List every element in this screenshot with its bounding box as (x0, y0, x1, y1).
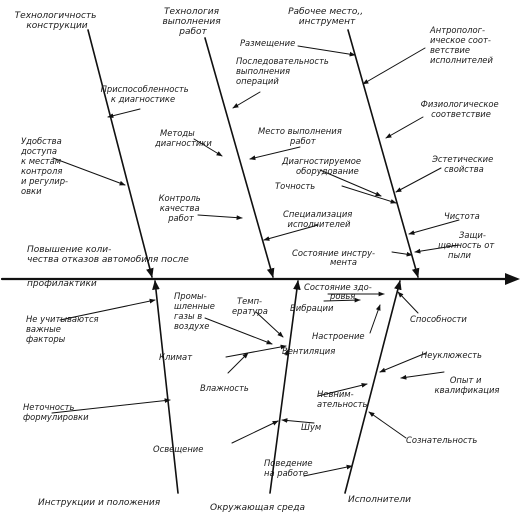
cat-instructions: Инструкции и положения (38, 498, 161, 508)
spine (0, 273, 520, 285)
cause-label: Состояние здо- ровья (304, 282, 374, 301)
bones (87, 29, 420, 494)
cat-performers: Исполнители (348, 495, 411, 505)
cause-label: Место выполнения работ (258, 126, 344, 146)
cause-label: Диагностируемое оборудование (281, 156, 364, 176)
bone-environment (269, 280, 301, 494)
category-labels: Технологичность конструкции Технология в… (15, 7, 411, 513)
cause-label: Невним- ательность (317, 389, 368, 409)
cause-label: Физиологическое соответствие (421, 99, 502, 119)
cause-label: Опыт и квалификация (435, 375, 500, 395)
cause-label: Чистота (444, 211, 480, 221)
cause-label: Настроение (312, 331, 365, 341)
cause-label: Эстетические свойства (431, 154, 496, 174)
cat-tech-work: Технология выполнения работ (163, 7, 224, 37)
cat-workplace: Рабочее место,, инструмент (288, 7, 366, 27)
cause-label: Сознательность (406, 435, 477, 445)
cause-label: Последовательность выполнения операций (236, 56, 332, 86)
cause-label: Способности (410, 314, 467, 324)
cause-label: Антрополог- ическое соот- ветствие испол… (429, 25, 494, 65)
cause-label: Точность (275, 181, 315, 191)
cause-label: Приспособленность к диагностике (101, 84, 192, 104)
cause-label: Промы- шленные газы в воздухе (174, 291, 218, 331)
cause-label: Размещение (240, 38, 295, 48)
cat-environment: Окружающая среда (210, 503, 305, 513)
cause-label: Шум (301, 422, 321, 432)
cause-label: Состояние инстру- мента (292, 248, 378, 267)
cause-label: Специализация исполнителей (283, 209, 355, 229)
cause-label: Не учитываются важные факторы (26, 314, 101, 344)
bone-tech-work (204, 37, 275, 278)
sub-arrows (51, 45, 460, 477)
bone-performers (344, 280, 402, 494)
effect-label: Повышение коли- чества отказов автомобил… (27, 245, 192, 289)
bone-workplace (347, 29, 420, 278)
cat-tech-constr: Технологичность конструкции (15, 11, 100, 31)
cause-label: Вентиляция (282, 346, 335, 356)
cause-label: Контроль качества работ (159, 193, 204, 223)
cause-label: Темп- ература (232, 296, 268, 316)
cause-label: Климат (159, 352, 193, 362)
cause-label: Поведение на работе (264, 458, 315, 478)
cause-label: Удобства доступа к местам контроля и рег… (20, 136, 71, 196)
cause-label: Методы диагностики (154, 128, 212, 148)
bone-tech-constr (87, 29, 154, 278)
cause-label: Вибрации (290, 303, 334, 313)
cause-label: Защи- щенность от пыли (438, 230, 497, 260)
cause-label: Освещение (153, 444, 203, 454)
cause-label: Влажность (200, 383, 249, 393)
cause-label: Неуклюжесть (421, 350, 482, 360)
cause-labels: Приспособленность к диагностике Удобства… (20, 25, 502, 478)
cause-label: Неточность формулировки (23, 402, 89, 422)
bone-instructions (152, 280, 179, 494)
